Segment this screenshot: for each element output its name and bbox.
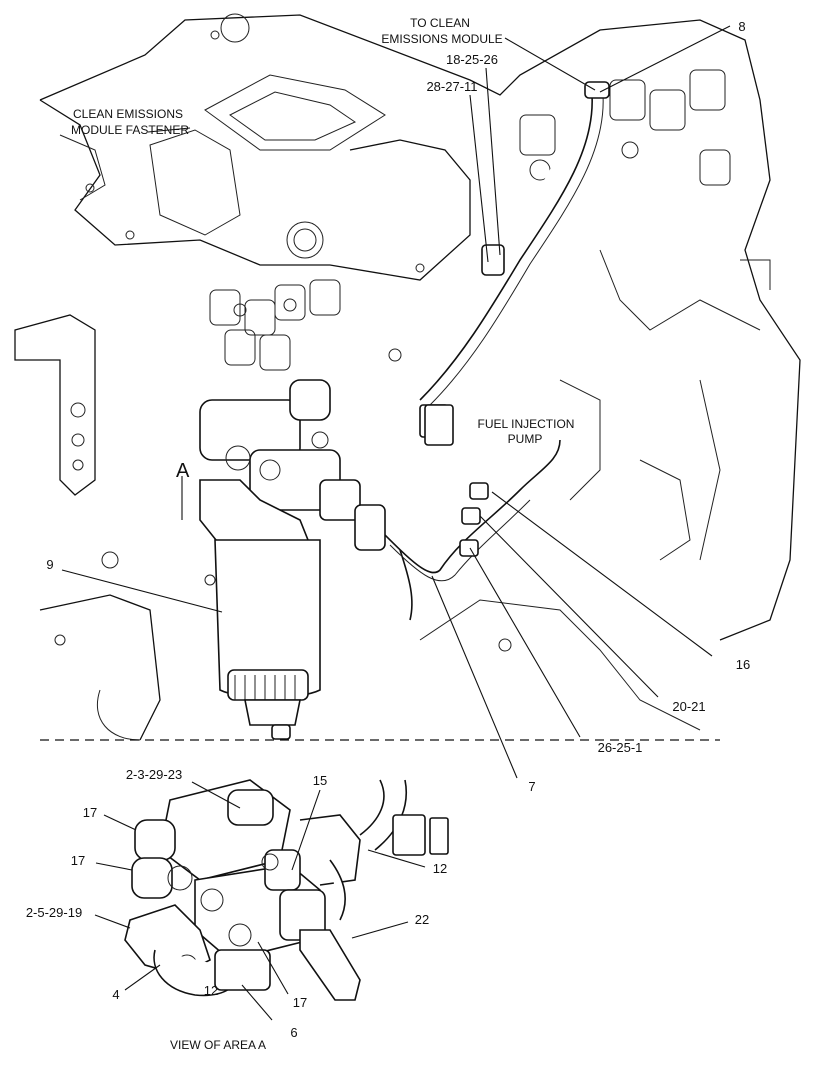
callout-18-25-26: 18-25-26	[446, 52, 498, 67]
callout-15: 15	[313, 773, 327, 788]
callout-28-27-11: 28-27-11	[426, 79, 477, 94]
callout-26-25-1: 26-25-1	[598, 740, 643, 755]
callout-7: 7	[528, 779, 535, 794]
callout-22: 22	[415, 912, 429, 927]
callout-12-right: 12	[433, 861, 447, 876]
callout-8: 8	[738, 19, 745, 34]
area-a-detail-illustration	[124, 779, 449, 1001]
fuel-line-to-pump	[379, 439, 561, 621]
callout-17-top: 17	[83, 805, 97, 820]
note-fuel-injection-pump-line2: PUMP	[508, 432, 543, 446]
callout-17-middle: 17	[71, 853, 85, 868]
note-fuel-injection-pump-line1: FUEL INJECTION	[478, 417, 575, 431]
front-housing	[39, 551, 701, 741]
rocker-assembly-right	[519, 69, 731, 186]
left-bracket	[14, 314, 96, 496]
note-to-clean-line1: TO CLEAN	[410, 16, 470, 30]
note-cem-fastener-line2: MODULE FASTENER	[71, 123, 189, 137]
view-title: VIEW OF AREA A	[170, 1038, 266, 1052]
leader-lines	[61, 25, 731, 1021]
pump-connector	[424, 404, 454, 446]
callout-12-lower: 12	[204, 983, 218, 998]
note-cem-fastener-line1: CLEAN EMISSIONS	[73, 107, 183, 121]
area-marker-a: A	[176, 460, 190, 482]
callout-2-3-29-23: 2-3-29-23	[126, 767, 182, 782]
callout-9: 9	[46, 557, 53, 572]
callout-16: 16	[736, 657, 750, 672]
fuel-filter-assembly	[199, 379, 386, 740]
rocker-assembly-left	[209, 279, 341, 371]
callout-20-21: 20-21	[672, 699, 705, 714]
fuel-line-to-cem	[419, 81, 610, 438]
callout-6: 6	[290, 1025, 297, 1040]
callout-2-5-29-19: 2-5-29-19	[26, 905, 82, 920]
callout-4: 4	[112, 987, 119, 1002]
callout-17-lower: 17	[293, 995, 307, 1010]
engine-block-illustration	[14, 13, 801, 741]
note-to-clean-line2: EMISSIONS MODULE	[381, 32, 502, 46]
